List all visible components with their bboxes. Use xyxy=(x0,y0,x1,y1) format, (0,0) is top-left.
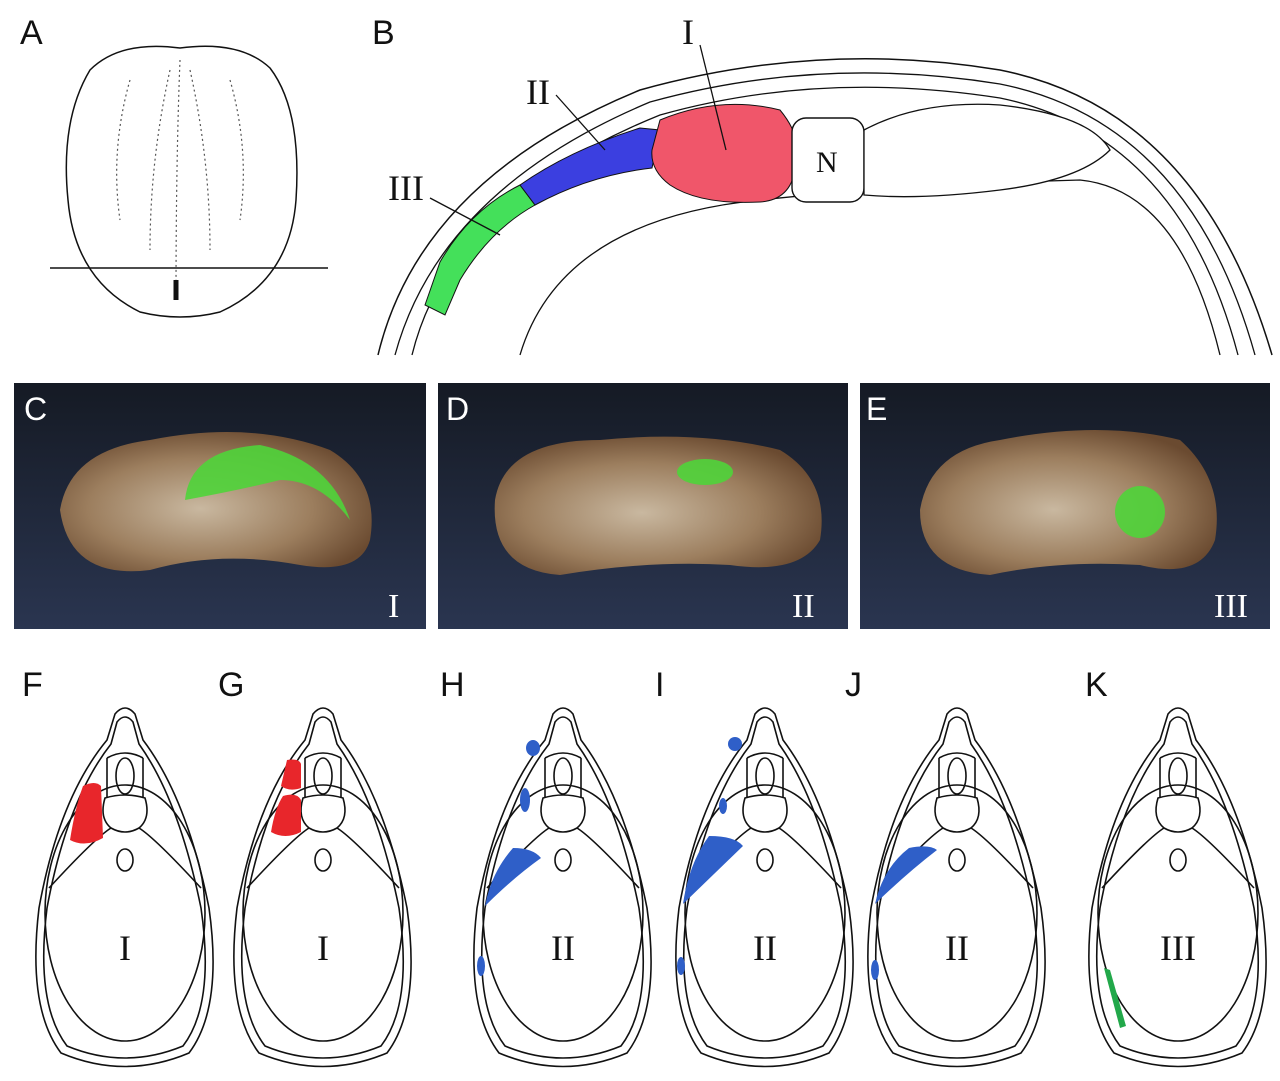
photo-region-e: III xyxy=(1214,588,1248,625)
panel-label-j: J xyxy=(845,666,862,704)
panel-label-g: G xyxy=(218,666,244,704)
photo-region-d: II xyxy=(792,588,815,625)
schematic-j xyxy=(867,707,1046,1068)
schematic-region-f: I xyxy=(119,928,131,968)
panel-label-b: B xyxy=(372,14,395,52)
panel-label-i: I xyxy=(655,666,664,704)
schematic-i xyxy=(675,707,854,1068)
label-region-ii: II xyxy=(526,72,550,112)
schematic-region-g: I xyxy=(317,928,329,968)
schematic-h xyxy=(473,707,652,1068)
photo-d xyxy=(438,383,848,629)
label-notochord: N xyxy=(816,146,838,179)
photo-e xyxy=(860,383,1270,629)
schematic-k xyxy=(1088,707,1267,1068)
schematic-region-k: III xyxy=(1160,928,1196,968)
label-region-i: I xyxy=(682,12,694,52)
schematic-region-i: II xyxy=(753,928,777,968)
panel-label-d: D xyxy=(446,391,469,427)
panel-label-e: E xyxy=(866,391,887,427)
photo-region-c: I xyxy=(388,588,399,625)
panel-label-c: C xyxy=(24,391,47,427)
panel-label-k: K xyxy=(1085,666,1108,704)
photo-c xyxy=(14,383,426,629)
panel-label-h: H xyxy=(440,666,465,704)
panel-label-f: F xyxy=(22,666,43,704)
label-region-iii: III xyxy=(388,168,424,208)
embryo-dorsal-drawing xyxy=(50,45,328,318)
schematic-region-h: II xyxy=(551,928,575,968)
panel-label-a: A xyxy=(20,14,43,52)
schematic-g xyxy=(233,707,412,1068)
schematic-region-j: II xyxy=(945,928,969,968)
schematic-f xyxy=(35,707,214,1068)
cross-section-drawing xyxy=(377,44,1273,356)
region-i-cells xyxy=(651,103,799,203)
